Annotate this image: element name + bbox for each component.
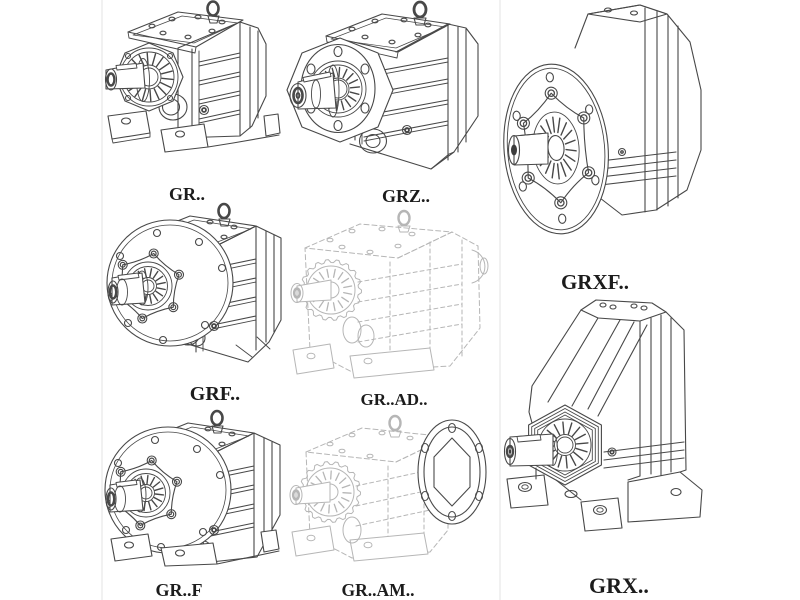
svg-text:GR..: GR.. xyxy=(169,184,205,204)
svg-text:GRF..: GRF.. xyxy=(190,383,240,405)
svg-text:GR..AM..: GR..AM.. xyxy=(342,580,415,600)
svg-text:GRXF..: GRXF.. xyxy=(561,270,629,294)
svg-text:GR..F: GR..F xyxy=(156,580,203,600)
svg-text:GRX..: GRX.. xyxy=(589,573,649,598)
svg-text:GRZ..: GRZ.. xyxy=(382,186,430,206)
svg-text:GR..AD..: GR..AD.. xyxy=(360,390,427,409)
